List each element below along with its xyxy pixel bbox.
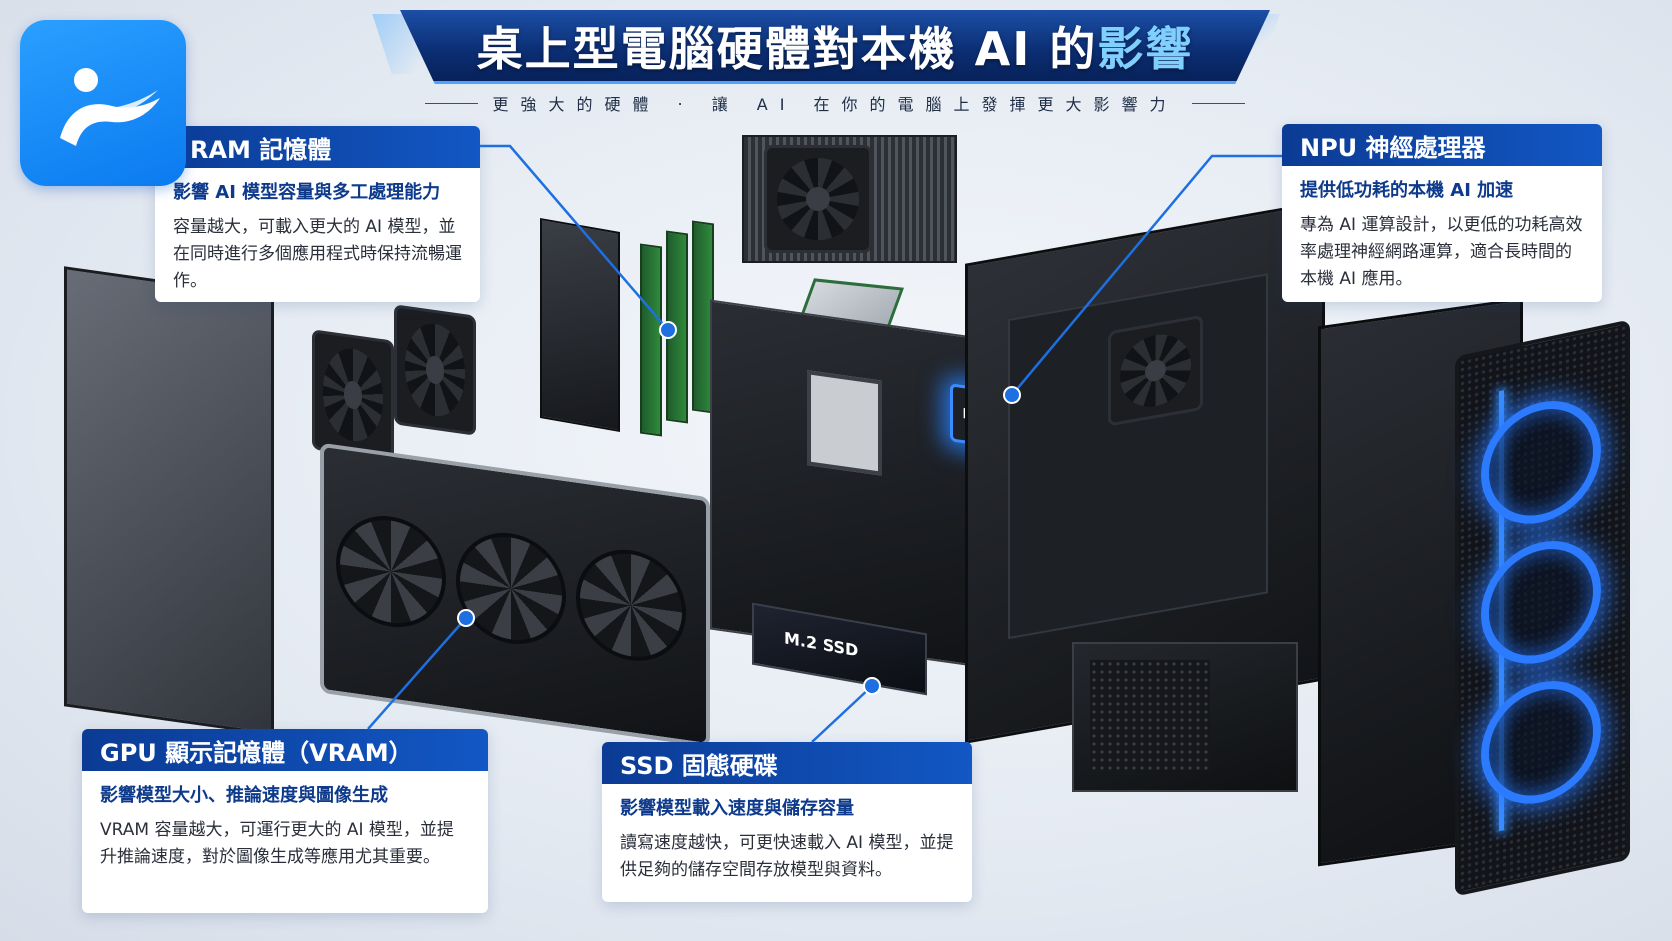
app-logo-icon[interactable] [20, 20, 186, 186]
subtitle-rule-left [425, 102, 479, 104]
ram-stick-1 [640, 243, 662, 437]
subtitle-rule-right [1191, 102, 1246, 104]
card-ssd-subheading: 影響模型載入速度與儲存容量 [620, 798, 854, 819]
card-npu-heading: NPU 神經處理器 [1282, 124, 1602, 166]
cpu-cooler [742, 135, 957, 263]
card-ram-body: 容量越大，可載入更大的 AI 模型，並在同時進行多個應用程式時保持流暢運作。 [173, 217, 462, 292]
subtitle: 更強大的硬體 ‧ 讓 AI 在你的電腦上發揮更大影響力 [492, 95, 1178, 114]
card-gpu-body: VRAM 容量越大，可運行更大的 AI 模型，並提升推論速度，對於圖像生成等應用… [100, 820, 454, 868]
case-rear-fan [1108, 314, 1203, 427]
card-ssd-heading: SSD 固態硬碟 [602, 742, 972, 784]
card-npu: NPU 神經處理器 提供低功耗的本機 AI 加速 專為 AI 運算設計，以更低的… [1282, 124, 1602, 302]
power-supply [1072, 642, 1298, 792]
subtitle-row: 更強大的硬體 ‧ 讓 AI 在你的電腦上發揮更大影響力 [425, 92, 1246, 114]
case-fan-1 [312, 329, 394, 461]
card-ram: RAM 記憶體 影響 AI 模型容量與多工處理能力 容量越大，可載入更大的 AI… [155, 126, 480, 302]
glass-side-panel [64, 266, 274, 736]
graphics-card [320, 442, 710, 748]
ssd-label: M.2 SSD [784, 628, 859, 661]
person-swoosh-icon [60, 68, 160, 146]
title-highlight: 影響 [1097, 21, 1194, 76]
card-ssd: SSD 固態硬碟 影響模型載入速度與儲存容量 讀寫速度越快，可更快速載入 AI … [602, 742, 972, 902]
page-title: 桌上型電腦硬體對本機 AI 的影響 [477, 13, 1194, 79]
card-gpu-subheading: 影響模型大小、推論速度與圖像生成 [100, 785, 388, 806]
cpu-socket [807, 370, 882, 476]
gpu-fan-3 [576, 542, 686, 669]
card-ram-heading: RAM 記憶體 [155, 126, 480, 168]
title-banner: 桌上型電腦硬體對本機 AI 的影響 [400, 10, 1270, 84]
cooler-fan [764, 145, 872, 253]
card-ssd-body: 讀寫速度越快，可更快速載入 AI 模型，並提供足夠的儲存空間存放模型與資料。 [620, 833, 954, 881]
gpu-fan-2 [456, 525, 566, 652]
front-panel [1455, 319, 1630, 897]
leader-ssd [811, 685, 873, 743]
title-main: 桌上型電腦硬體對本機 AI 的 [476, 21, 1098, 76]
card-npu-subheading: 提供低功耗的本機 AI 加速 [1300, 180, 1514, 201]
gpu-fan-1 [336, 508, 446, 635]
case-fan-2 [394, 304, 476, 436]
card-gpu: GPU 顯示記憶體（VRAM） 影響模型大小、推論速度與圖像生成 VRAM 容量… [82, 729, 488, 913]
card-ram-subheading: 影響 AI 模型容量與多工處理能力 [173, 182, 441, 203]
ram-heatsink [540, 217, 620, 433]
card-npu-body: 專為 AI 運算設計，以更低的功耗高效率處理神經網路運算，適合長時間的本機 AI… [1300, 215, 1583, 290]
ram-stick-2 [666, 230, 688, 424]
card-gpu-heading: GPU 顯示記憶體（VRAM） [82, 729, 488, 771]
